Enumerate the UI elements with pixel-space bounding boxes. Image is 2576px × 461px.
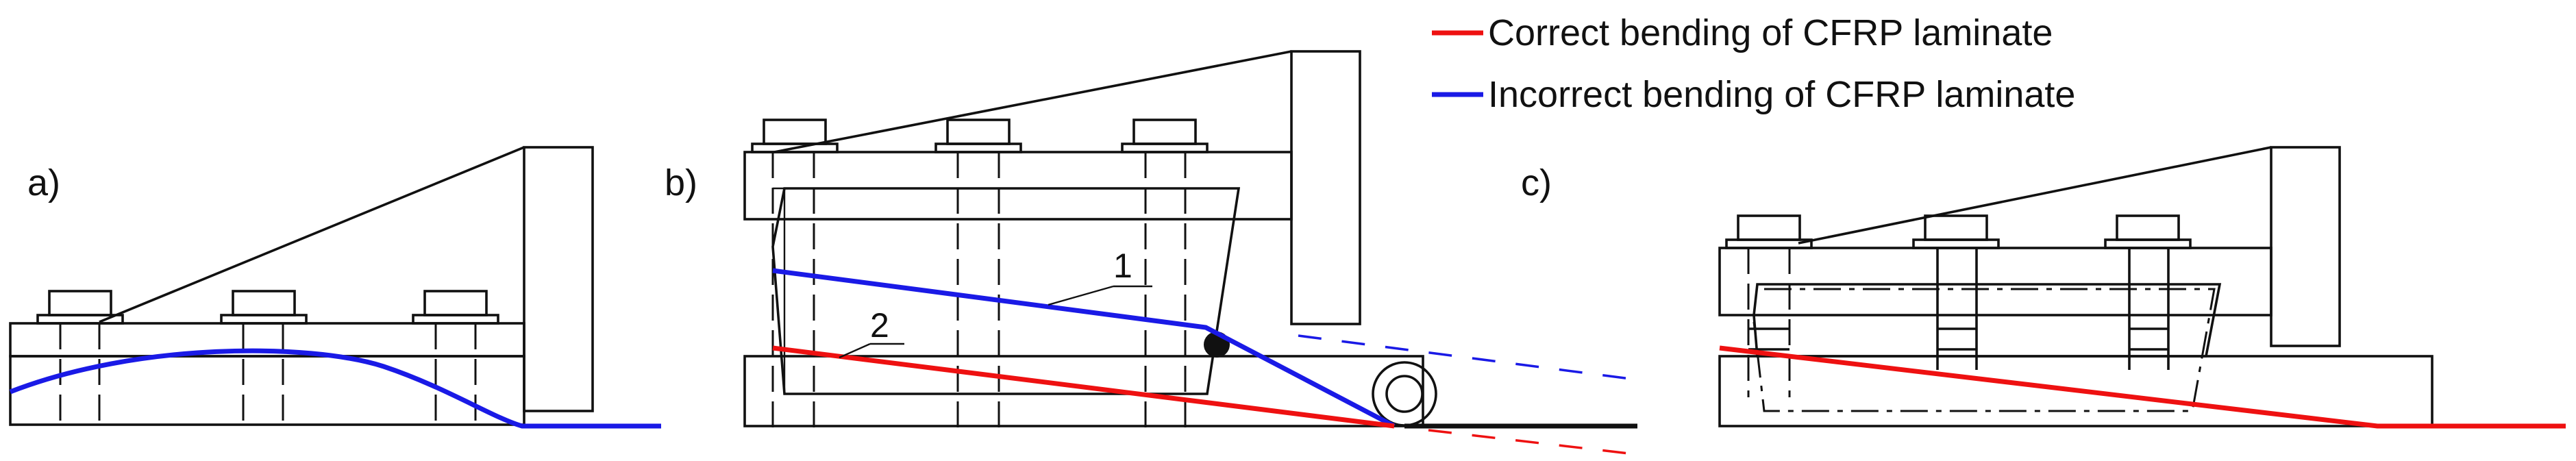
panel-a-label: a): [27, 162, 60, 203]
panel-b-incorrect-extension: [1298, 334, 1642, 382]
legend: Correct bending of CFRP laminate Incorre…: [1432, 12, 2075, 115]
panel-b-callout-2: 2: [839, 306, 904, 359]
panel-c-bolts: [1725, 214, 2192, 249]
panel-b-bolts: [751, 119, 1209, 153]
panel-a-bolt-head-1: [48, 290, 112, 316]
panel-c-bracket-block: [2270, 146, 2341, 347]
panel-c-correct-laminate: [1719, 345, 2566, 429]
panel-c: c): [1521, 146, 2566, 429]
panel-b-incorrect-laminate: [772, 268, 1396, 429]
panel-c-top-plate: [1718, 247, 2272, 316]
panel-c-bolt-shanks: [1747, 248, 2170, 397]
panel-b: b): [665, 50, 1642, 456]
panel-b-roller-outer: [1372, 361, 1437, 427]
panel-b-label: b): [665, 162, 697, 203]
panel-c-bottom-plate: [1718, 355, 2433, 427]
panel-a-bracket-diagonal: [99, 146, 525, 323]
panel-c-label: c): [1521, 162, 1552, 203]
panel-b-correct-extension: [1428, 429, 1642, 456]
panel-b-roller-inner: [1385, 375, 1424, 413]
legend-correct-label: Correct bending of CFRP laminate: [1488, 12, 2053, 53]
panel-b-wedge: [771, 187, 1241, 395]
panel-c-bracket-diagonal: [1798, 146, 2272, 245]
panel-c-wedge: [1753, 283, 2222, 358]
callout-1-label: 1: [1113, 247, 1132, 285]
panel-a-incorrect-laminate: [9, 348, 661, 429]
panel-b-top-plate: [743, 151, 1293, 221]
panel-b-callout-1: 1: [1048, 247, 1152, 306]
legend-incorrect-label: Incorrect bending of CFRP laminate: [1488, 74, 2075, 115]
panel-b-bracket-block: [1290, 50, 1361, 325]
panel-c-wedge-dashed: [1753, 288, 2216, 412]
panel-a-bolt-head-3: [423, 290, 488, 316]
panel-b-correct-laminate: [772, 345, 1395, 429]
panel-a-bracket-block: [523, 146, 594, 412]
panel-a-bolt-head-2: [232, 290, 296, 316]
panel-b-bracket-diagonal: [773, 50, 1292, 153]
callout-2-label: 2: [870, 306, 889, 345]
panel-b-bolt-shanks: [771, 152, 1187, 428]
panel-a: a): [9, 146, 661, 429]
